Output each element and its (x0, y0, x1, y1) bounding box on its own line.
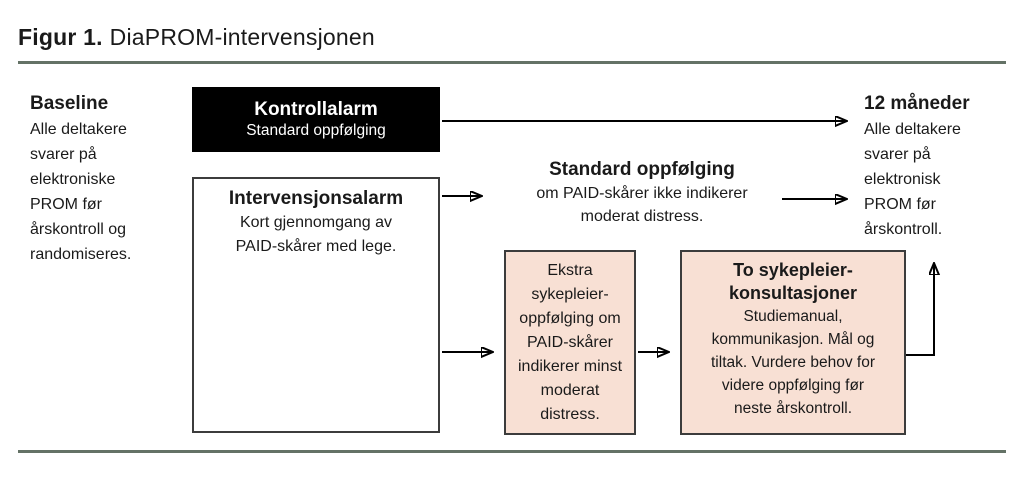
baseline-heading: Baseline (30, 93, 109, 114)
standard-followup-block: Standard oppfølging om PAID-skårer ikke … (494, 158, 790, 228)
figure-number-label: Figur 1. (18, 24, 103, 50)
top-rule (18, 61, 1006, 64)
nurse-consultations-box: To sykepleier- konsultasjoner Studiemanu… (680, 250, 906, 435)
nurse-consultations-heading: To sykepleier- konsultasjoner (728, 260, 858, 303)
extra-nurse-followup-box: Ekstra sykepleier- oppfølging om PAID-sk… (504, 250, 636, 435)
baseline-block: Baseline Alle deltakere svarer på elektr… (30, 92, 180, 267)
bottom-rule (18, 450, 1006, 453)
control-alarm-box: Kontrollalarm Standard oppfølging (192, 87, 440, 152)
extra-nurse-followup-text: Ekstra sykepleier- oppfølging om PAID-sk… (517, 262, 623, 423)
twelve-months-heading: 12 måneder (864, 93, 970, 114)
control-alarm-subtext: Standard oppfølging (246, 122, 386, 139)
baseline-body: Alle deltakere svarer på elektroniske PR… (30, 121, 132, 263)
arrow-consultations-to-12months (906, 264, 934, 356)
nurse-consultations-body: Studiemanual, kommunikasjon. Mål og tilt… (711, 308, 875, 417)
intervention-alarm-box: Intervensjonsalarm Kort gjennomgang av P… (192, 177, 440, 433)
twelve-months-body: Alle deltakere svarer på elektronisk PRO… (864, 121, 961, 238)
control-alarm-heading: Kontrollalarm (254, 99, 378, 120)
intervention-alarm-subtext: Kort gjennomgang av PAID-skårer med lege… (235, 214, 397, 255)
standard-followup-body: om PAID-skårer ikke indikerer moderat di… (536, 185, 748, 225)
intervention-alarm-heading: Intervensjonsalarm (228, 188, 404, 209)
figure-title: Figur 1.DiaPROM-intervensjonen (18, 24, 375, 51)
twelve-months-block: 12 måneder Alle deltakere svarer på elek… (864, 92, 1016, 242)
figure-caption: DiaPROM-intervensjonen (109, 24, 375, 50)
standard-followup-heading: Standard oppfølging (549, 159, 735, 180)
